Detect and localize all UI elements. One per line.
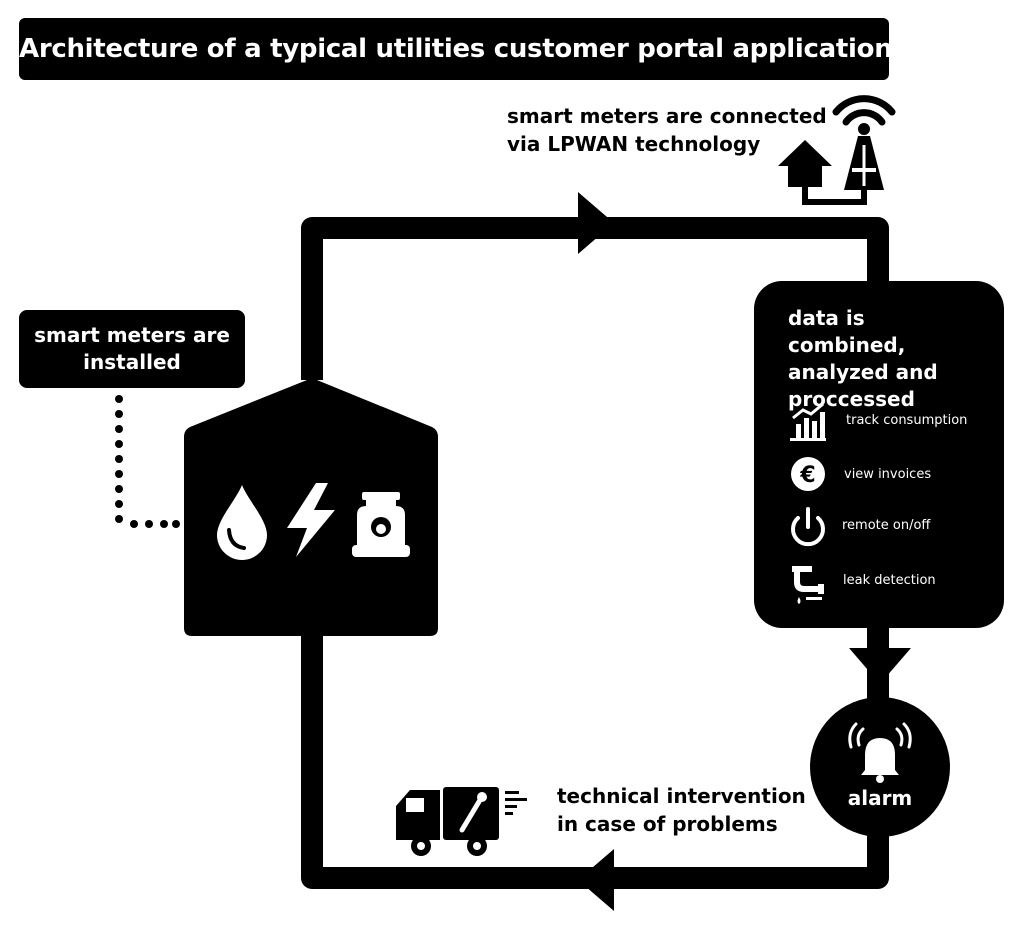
- intervention-label-line2: in case of problems: [557, 812, 778, 836]
- leaking-pipe-icon: [792, 566, 824, 604]
- intervention-label-line1: technical intervention: [557, 784, 806, 808]
- lightning-bolt-icon: [287, 483, 335, 557]
- power-icon: [791, 507, 825, 547]
- processing-title-line1: data is combined,: [788, 306, 906, 357]
- connectivity-label-line1: smart meters are connected: [507, 104, 827, 128]
- installed-connector: [115, 395, 180, 528]
- feature-label-remote-on-off: remote on/off: [842, 518, 931, 533]
- feature-label-track-consumption: track consumption: [846, 413, 968, 428]
- lpwan-link-line: [802, 185, 867, 205]
- water-drop-icon: [217, 485, 267, 560]
- antenna-tower-icon: [832, 95, 896, 190]
- bar-chart-icon: [790, 402, 826, 441]
- feature-label-leak-detection: leak detection: [843, 573, 936, 588]
- feature-label-view-invoices: view invoices: [844, 467, 932, 482]
- processing-title-line3: proccessed: [788, 387, 915, 411]
- installation-label-line1: smart meters are: [34, 323, 230, 347]
- processing-title: data is combined, analyzed and proccesse…: [788, 305, 988, 413]
- installation-label-line2: installed: [83, 350, 181, 374]
- connectivity-label-line2: via LPWAN technology: [507, 132, 761, 156]
- alarm-label: alarm: [847, 786, 913, 810]
- flow-arrow-right: [578, 192, 614, 254]
- service-truck-icon: [396, 787, 527, 856]
- installation-label: smart meters are installed: [19, 310, 245, 388]
- svg-text:€: €: [799, 463, 815, 488]
- house-icon: [778, 140, 832, 187]
- page-title: Architecture of a typical utilities cust…: [19, 18, 893, 80]
- flow-arrow-down: [849, 648, 911, 684]
- intervention-label: technical intervention in case of proble…: [557, 782, 857, 838]
- gas-cylinder-icon: [352, 492, 410, 557]
- bell-icon: [848, 722, 912, 783]
- flow-arrow-left: [578, 849, 614, 911]
- euro-icon: €: [791, 457, 825, 491]
- connectivity-label: smart meters are connected via LPWAN tec…: [507, 102, 827, 158]
- processing-title-line2: analyzed and: [788, 360, 938, 384]
